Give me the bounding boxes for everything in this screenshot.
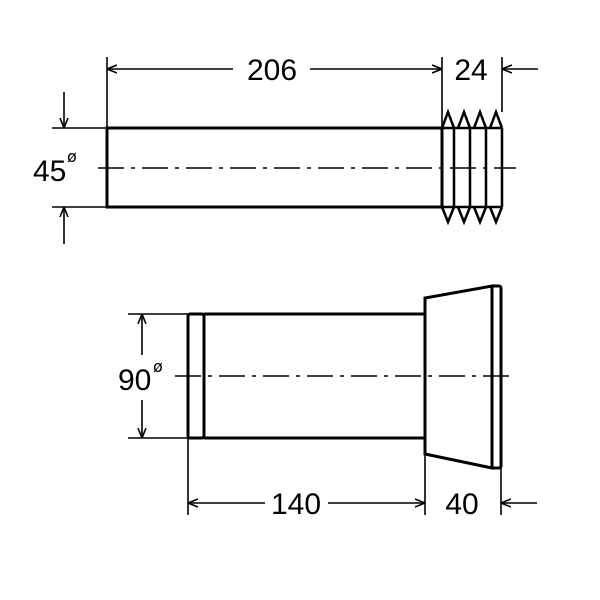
bottom-dimensions (128, 313, 537, 515)
top-diameter-symbol: ø (67, 147, 77, 166)
bottom-diameter-symbol: ø (153, 357, 163, 376)
bottom-pipe (175, 284, 512, 470)
top-pipe-ribbed-end (440, 108, 504, 226)
top-pipe (98, 108, 516, 226)
top-diameter-label: 45 (33, 155, 66, 188)
bottom-socket-label: 40 (445, 488, 478, 521)
top-socket-label: 24 (454, 54, 487, 87)
bottom-pipe-socket (423, 284, 494, 470)
bottom-diameter-label: 90 (118, 364, 151, 397)
bottom-length-label: 140 (271, 488, 321, 521)
top-length-label: 206 (247, 54, 297, 87)
top-dimensions (52, 57, 538, 244)
bottom-pipe-socket-rim (490, 284, 503, 470)
